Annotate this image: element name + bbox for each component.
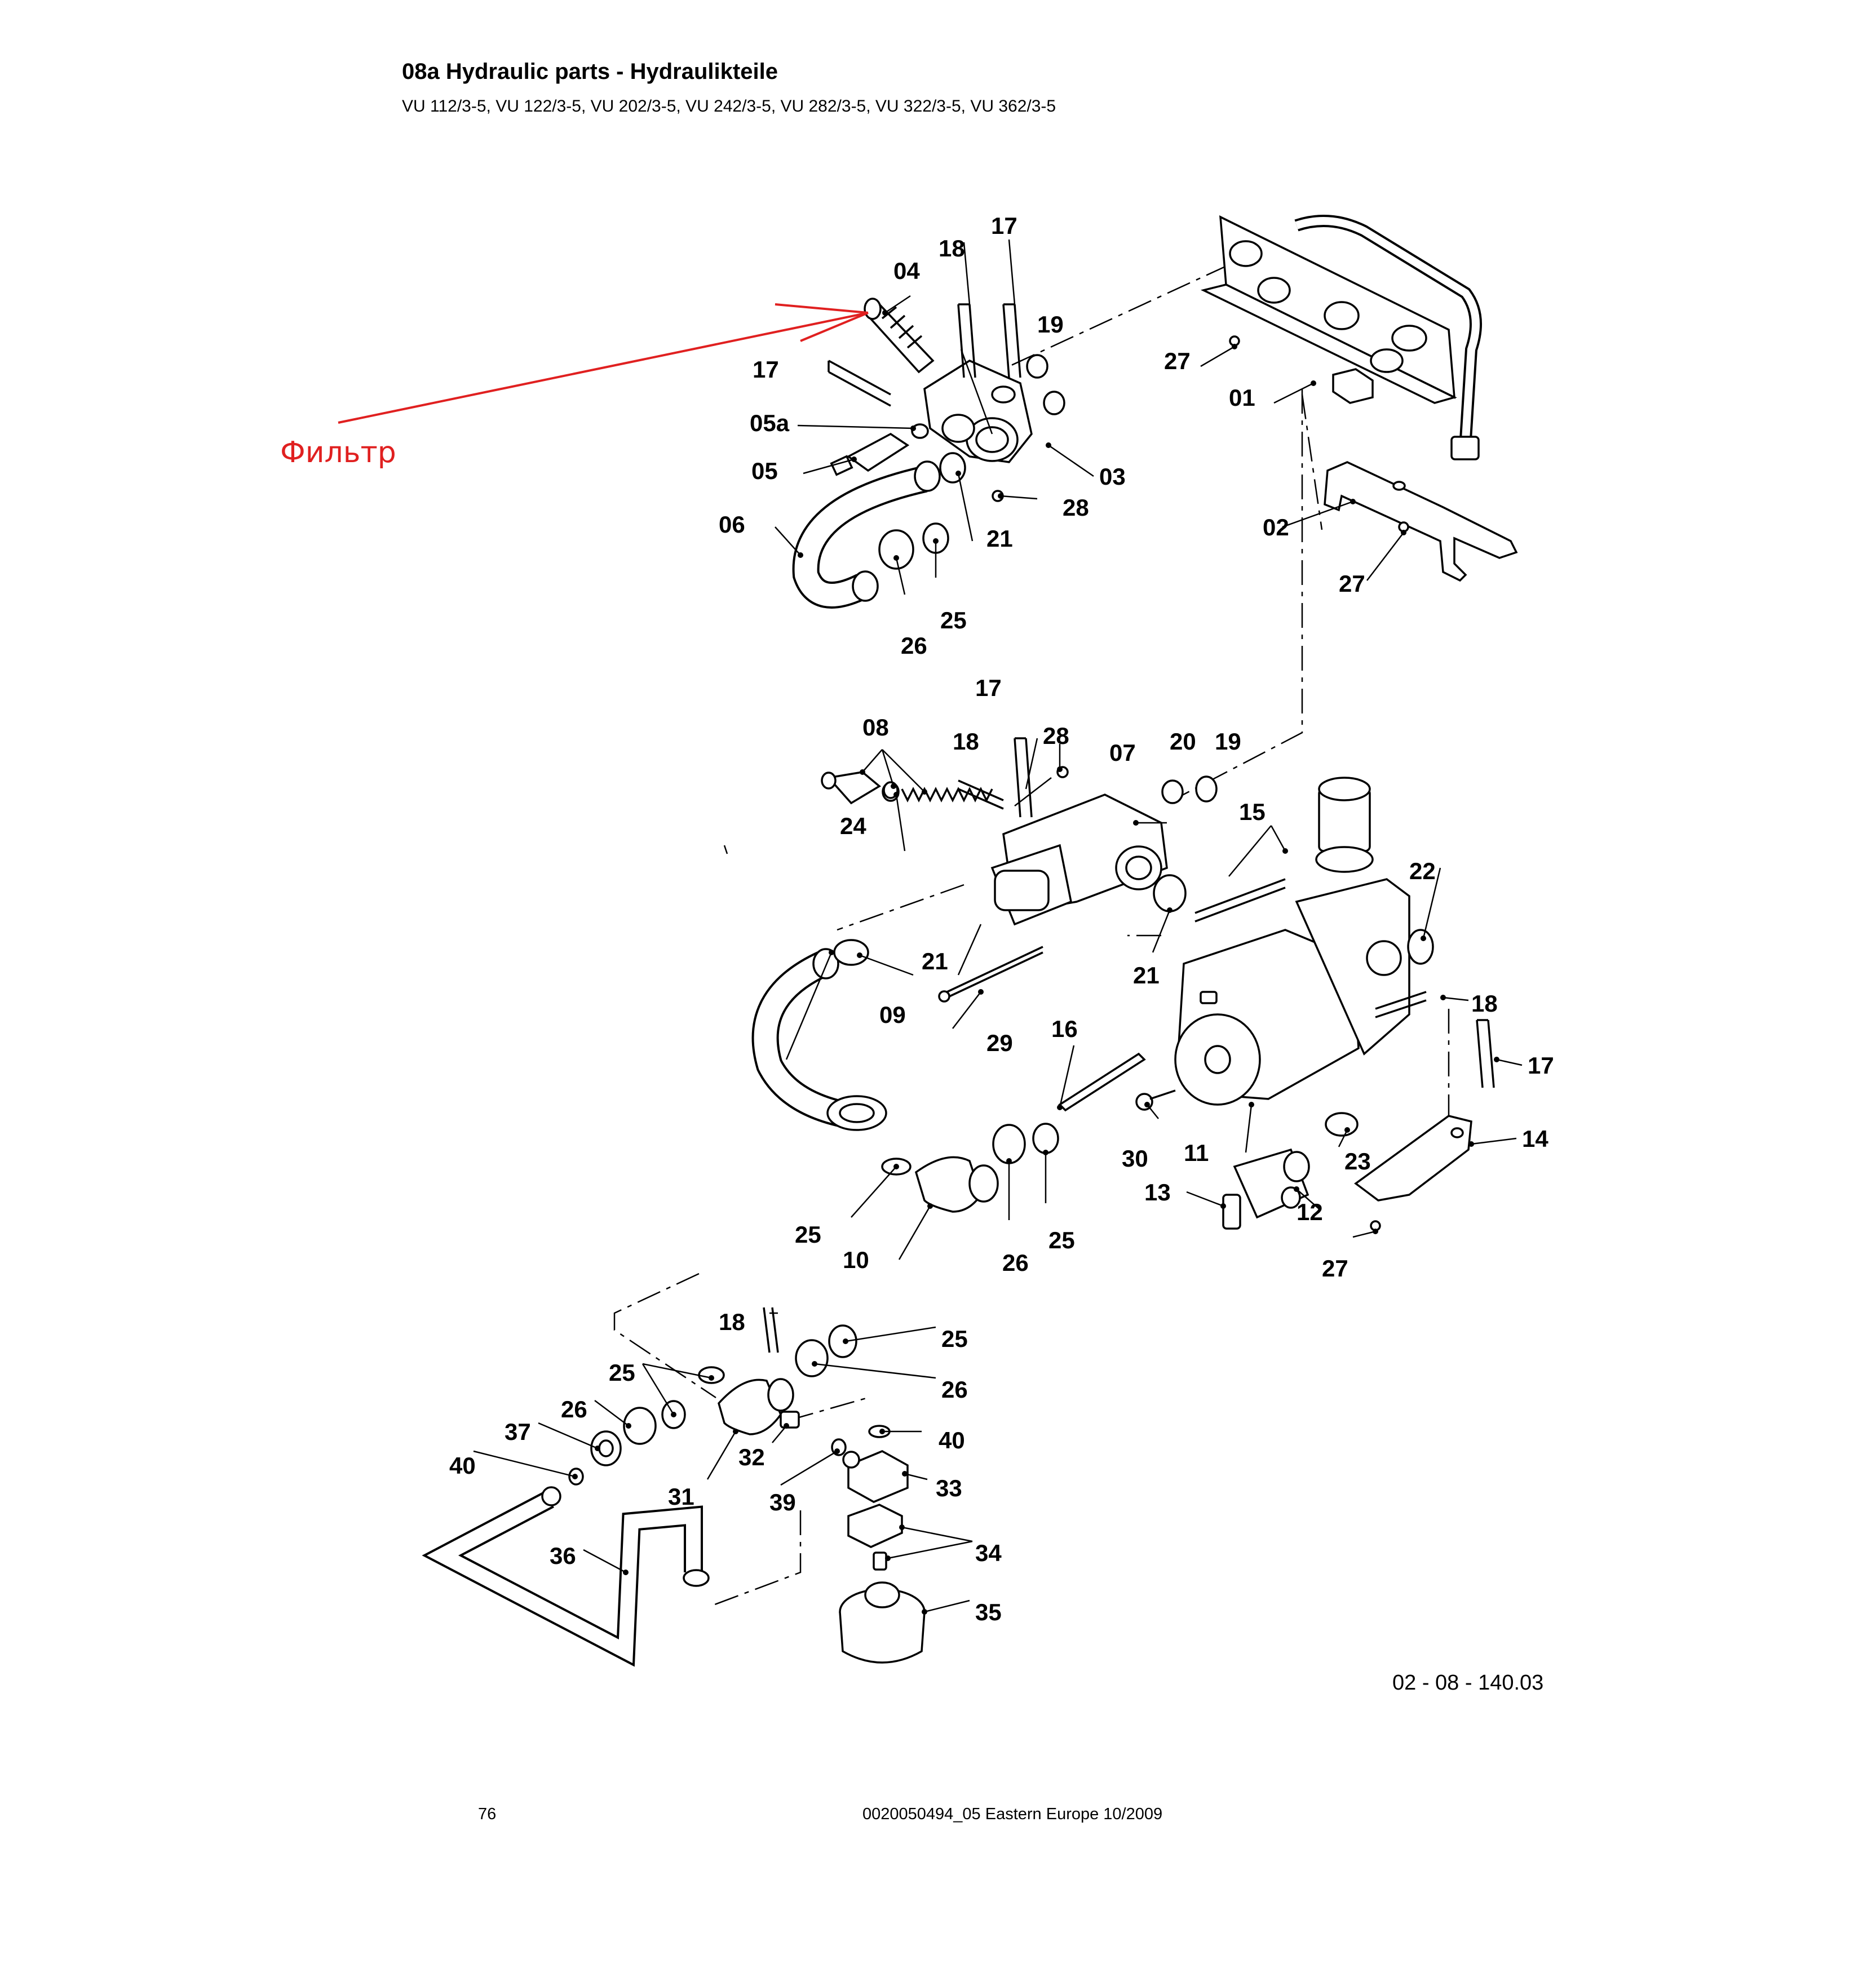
page-number: 76 <box>478 1805 497 1823</box>
part-04-filter <box>864 298 935 374</box>
part-01-mounting-plate <box>1200 215 1482 460</box>
callout-30: 30 <box>1122 1145 1148 1172</box>
filter-annotation-label: Фильтр <box>280 436 396 469</box>
part-30-screw <box>1135 1089 1176 1111</box>
document-reference: 0020050494_05 Eastern Europe 10/2009 <box>862 1805 1163 1823</box>
callout-06: 06 <box>719 511 745 538</box>
part-11-pump <box>1174 878 1410 1106</box>
callout-24: 24 <box>840 813 866 839</box>
part-37-nut <box>590 1430 622 1466</box>
callout-25-top: 25 <box>940 607 967 633</box>
part-33-flow-sensor <box>842 1450 909 1503</box>
callout-40-right: 40 <box>939 1427 965 1453</box>
part-09-pipe <box>751 948 887 1131</box>
callout-22: 22 <box>1409 858 1436 884</box>
callout-36: 36 <box>550 1542 576 1569</box>
callout-29: 29 <box>986 1030 1013 1056</box>
callout-18-middle: 18 <box>953 728 979 755</box>
callout-15: 15 <box>1239 799 1266 825</box>
drawing-number: 02 - 08 - 140.03 <box>1392 1671 1544 1695</box>
callout-16: 16 <box>1051 1016 1078 1042</box>
callout-27-middle: 27 <box>1339 570 1365 597</box>
callout-25-left: 25 <box>795 1221 821 1248</box>
callout-18-bottom: 18 <box>719 1309 745 1335</box>
callout-21-right: 21 <box>1133 962 1160 989</box>
callout-19-middle: 19 <box>1215 728 1241 755</box>
callout-03: 03 <box>1099 463 1126 490</box>
callout-27-bottom: 27 <box>1322 1255 1348 1282</box>
callout-05: 05 <box>751 458 778 484</box>
callout-13: 13 <box>1144 1179 1171 1205</box>
callout-10: 10 <box>843 1247 869 1273</box>
part-15-air-vent <box>1315 777 1374 873</box>
callout-39: 39 <box>769 1489 796 1515</box>
part-34-adapter <box>847 1504 903 1571</box>
callout-32: 32 <box>738 1444 765 1470</box>
part-18-clip <box>763 779 1427 1353</box>
part-03-valve-body <box>923 360 1033 463</box>
callout-27-top: 27 <box>1164 348 1191 374</box>
part-08-spring-assembly <box>821 771 993 805</box>
part-06-pipe <box>792 460 941 609</box>
part-16-clip <box>1058 1052 1146 1112</box>
callout-33: 33 <box>936 1475 962 1501</box>
callout-25-bottom-left: 25 <box>609 1359 635 1386</box>
callout-23: 23 <box>1344 1148 1371 1174</box>
part-35-filter-cartridge <box>839 1581 926 1664</box>
callout-17-right: 17 <box>1528 1052 1554 1079</box>
page-title: 08a Hydraulic parts - Hydraulikteile <box>402 59 778 84</box>
part-13-lever <box>1222 1194 1241 1230</box>
callout-18-top: 18 <box>939 235 965 261</box>
callout-25-right: 25 <box>1048 1227 1075 1253</box>
callout-17-middle: 17 <box>975 675 1002 701</box>
part-36-pipe <box>422 1486 710 1667</box>
callout-28-top: 28 <box>1063 494 1089 521</box>
callout-26-top: 26 <box>901 632 927 659</box>
part-29-long-screw <box>938 946 1043 1003</box>
part-07-valve-body <box>990 794 1168 926</box>
callout-04: 04 <box>893 258 920 284</box>
callout-21-left: 21 <box>922 948 948 974</box>
callout-17-top: 17 <box>991 212 1017 239</box>
callout-25-bottom-right: 25 <box>941 1326 968 1352</box>
callout-20: 20 <box>1170 728 1196 755</box>
model-list: VU 112/3-5, VU 122/3-5, VU 202/3-5, VU 2… <box>402 97 1056 116</box>
callout-05a: 05a <box>750 410 790 436</box>
callout-14: 14 <box>1522 1125 1548 1152</box>
callout-31: 31 <box>668 1483 694 1510</box>
callout-19-top: 19 <box>1037 311 1064 338</box>
part-12-safety-valve <box>1233 1148 1310 1219</box>
part-25-26-gaskets-nuts <box>623 522 1059 1445</box>
callout-17-left: 17 <box>753 356 779 383</box>
part-10-elbow <box>914 1156 999 1213</box>
part-14-bracket <box>1354 1115 1472 1202</box>
callout-11: 11 <box>1184 1140 1209 1166</box>
leader-lines <box>473 239 1523 1615</box>
part-05a-o-ring <box>911 423 929 439</box>
filter-annotation-arrow <box>338 303 869 424</box>
callout-12: 12 <box>1297 1199 1323 1225</box>
callout-02: 02 <box>1263 514 1289 540</box>
part-32-fitting <box>780 1411 800 1429</box>
callout-labels: 01 02 03 04 05 05a 06 07 08 09 10 11 12 … <box>449 212 1554 1625</box>
part-05-sensor <box>830 432 910 476</box>
callout-26-middle: 26 <box>1002 1249 1029 1276</box>
callout-37: 37 <box>505 1419 531 1445</box>
callout-09: 09 <box>879 1001 906 1028</box>
callout-18-right: 18 <box>1471 990 1498 1017</box>
part-31-elbow <box>718 1378 794 1435</box>
assembly-center-lines <box>613 264 1450 1607</box>
callout-26-bottom-left: 26 <box>561 1396 587 1422</box>
callout-21-top: 21 <box>986 525 1013 552</box>
callout-28-middle: 28 <box>1043 722 1069 749</box>
callout-26-bottom-right: 26 <box>941 1376 968 1403</box>
callout-01: 01 <box>1229 384 1255 411</box>
callout-07: 07 <box>1109 739 1136 766</box>
callout-40-left: 40 <box>449 1452 476 1479</box>
callout-08: 08 <box>862 714 889 741</box>
part-02-bracket <box>1324 461 1518 582</box>
callout-35: 35 <box>975 1599 1002 1625</box>
callout-34: 34 <box>975 1540 1002 1566</box>
